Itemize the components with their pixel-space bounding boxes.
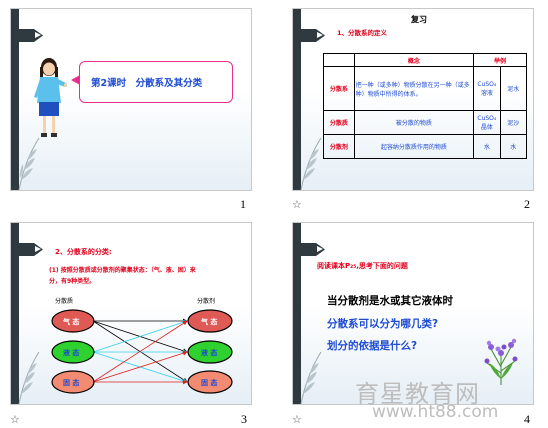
callout-pointer bbox=[71, 75, 80, 85]
watermark-url: www.ht88.com bbox=[372, 402, 499, 422]
left-liquid-ellipse bbox=[51, 340, 95, 364]
slide-star-icon-4: ☆ bbox=[292, 413, 302, 426]
leaf-decoration bbox=[18, 137, 40, 190]
question-3: 划分的依据是什么? bbox=[327, 340, 418, 352]
row-concept-dispersion-medium: 起容纳分散质作用的物质 bbox=[353, 134, 475, 159]
right-solid-ellipse bbox=[187, 370, 233, 394]
classification-text: (1) 按照分散质或分散剂的聚集状态：（气、液、固）来分，有9种类型。 bbox=[49, 267, 196, 285]
slide-sidebar bbox=[293, 9, 301, 190]
leaf-decoration bbox=[300, 351, 322, 404]
header-example: 举例 bbox=[473, 53, 527, 67]
title-callout bbox=[79, 61, 233, 103]
slide-number-1: 1 bbox=[240, 197, 246, 211]
slide-1-thumbnail[interactable]: 第2课时 分散系及其分类 bbox=[10, 8, 252, 191]
slide-star-icon-2: ☆ bbox=[292, 198, 302, 211]
right-gas-ellipse bbox=[187, 309, 233, 333]
arrow-solid-gas bbox=[92, 320, 188, 383]
right-solid-label: 固 态 bbox=[201, 379, 218, 387]
slide-number-4: 4 bbox=[524, 412, 530, 426]
review-title: 复习 bbox=[411, 15, 427, 24]
row-concept-dispersed-phase: 被分散的物质 bbox=[353, 110, 475, 135]
header-concept: 概念 bbox=[353, 53, 475, 67]
right-liquid-label: 液 态 bbox=[201, 349, 218, 357]
arrow-liquid-gas bbox=[92, 319, 188, 353]
definition-heading: 1、分散系的定义 bbox=[337, 29, 388, 37]
row-example2-dispersion-medium: 水 bbox=[499, 134, 528, 159]
slide-sidebar bbox=[11, 9, 19, 190]
left-solid-label: 固 态 bbox=[63, 379, 80, 387]
teacher-illustration bbox=[34, 58, 67, 137]
state-combination-diagram bbox=[51, 309, 233, 394]
row-example1-dispersion-medium: 水 bbox=[473, 134, 501, 159]
slide-2-thumbnail[interactable]: 复习 1、分散系的定义 概念 举例 分散系 把一种（或多种）物质分散在另一种（或… bbox=[292, 8, 534, 191]
row-concept-dispersion-system: 把一种（或多种）物质分散在另一种（或多种）物质中所得的体系。 bbox=[353, 66, 475, 111]
leaf-decoration bbox=[300, 137, 322, 190]
question-2: 分散系可以分为哪几类? bbox=[327, 318, 439, 330]
left-solid-ellipse bbox=[51, 370, 95, 394]
lesson-title: 第2课时 分散系及其分类 bbox=[91, 78, 203, 89]
row-label-dispersed-phase: 分散质 bbox=[323, 110, 355, 135]
slide-4-thumbnail[interactable]: 阅读课本P₂₅,思考下面的问题 当分散剂是水或其它液体时 分散系可以分为哪几类?… bbox=[292, 222, 534, 405]
row-label-dispersion-medium: 分散剂 bbox=[323, 134, 355, 159]
leaf-decoration bbox=[18, 351, 40, 404]
row-label-dispersion-system: 分散系 bbox=[323, 66, 355, 111]
arrow-solid-liquid bbox=[92, 350, 188, 383]
row-example2-dispersion-system: 泥水 bbox=[499, 66, 528, 111]
left-gas-ellipse bbox=[51, 309, 95, 333]
question-1: 当分散剂是水或其它液体时 bbox=[327, 295, 453, 307]
reading-prompt: 阅读课本P₂₅,思考下面的问题 bbox=[317, 262, 408, 270]
right-gas-label: 气 态 bbox=[201, 318, 218, 326]
left-liquid-label: 液 态 bbox=[63, 349, 80, 357]
flower-illustration bbox=[484, 338, 518, 385]
slide-sidebar bbox=[293, 223, 301, 404]
watermark-logo-text: 育星教育网 bbox=[355, 380, 480, 408]
slide-tab-arrow bbox=[293, 243, 325, 256]
dispersion-medium-label: 分散剂 bbox=[197, 298, 216, 305]
definition-table: 概念 举例 分散系 把一种（或多种）物质分散在另一种（或多种）物质中所得的体系。… bbox=[323, 53, 528, 159]
slide-number-2: 2 bbox=[524, 197, 530, 211]
slide-number-3: 3 bbox=[241, 412, 247, 426]
dispersed-phase-label: 分散质 bbox=[55, 298, 74, 305]
right-liquid-ellipse bbox=[187, 340, 233, 364]
slide-3-thumbnail[interactable]: 2、分散系的分类: (1) 按照分散质或分散剂的聚集状态：（气、液、固）来分，有… bbox=[10, 222, 252, 405]
slide-star-icon-3: ☆ bbox=[10, 413, 20, 426]
row-example2-dispersed-phase: 泥沙 bbox=[499, 110, 528, 135]
slide-sidebar bbox=[11, 223, 19, 404]
slide-tab-arrow bbox=[11, 243, 43, 256]
row-example1-dispersed-phase: CuSO₄晶体 bbox=[473, 110, 501, 135]
row-example1-dispersion-system: CuSO₄溶液 bbox=[473, 66, 501, 111]
slide-tab-arrow bbox=[293, 29, 325, 42]
slide-tab-arrow bbox=[11, 29, 43, 42]
left-gas-label: 气 态 bbox=[63, 318, 80, 326]
classification-heading: 2、分散系的分类: bbox=[55, 248, 112, 256]
